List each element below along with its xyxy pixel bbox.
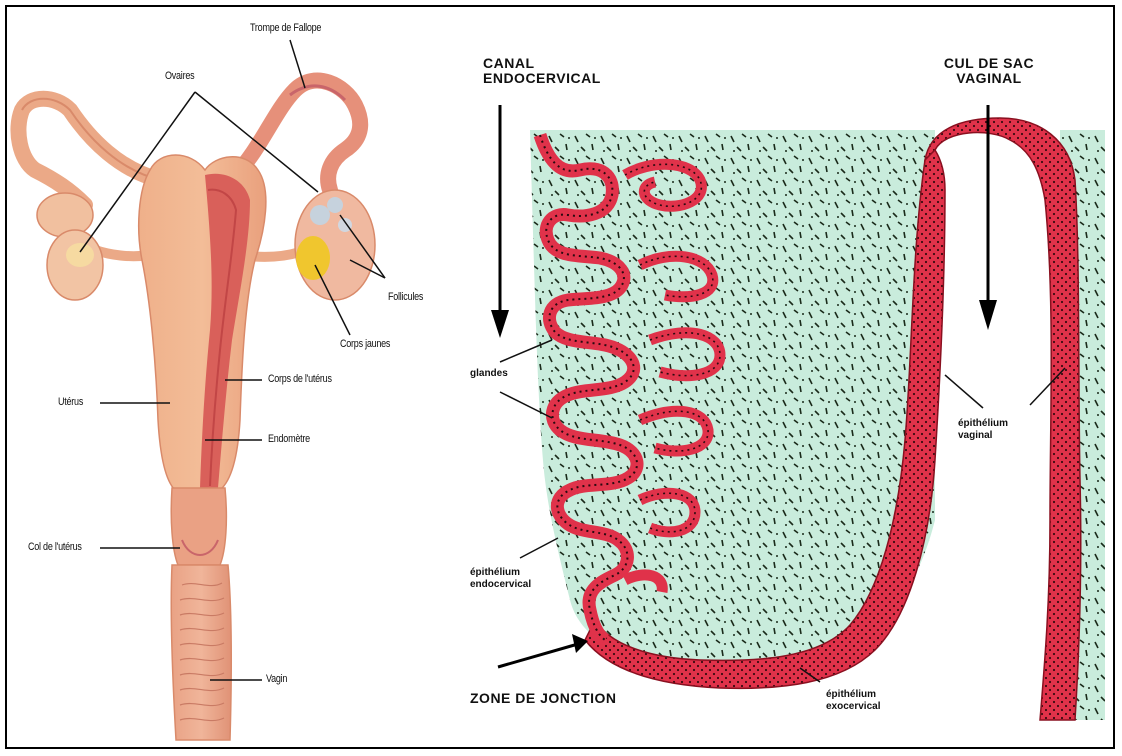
label-epithelium-endocervical: épithélium endocervical xyxy=(470,567,531,591)
canal-arrow xyxy=(491,105,509,338)
zone-jonction-arrow xyxy=(498,634,588,667)
label-canal-endocervical: CANAL ENDOCERVICAL xyxy=(483,56,601,86)
label-epithelium-vaginal: épithélium vaginal xyxy=(958,418,1008,442)
label-zone-de-jonction: ZONE DE JONCTION xyxy=(470,691,616,706)
label-cul-de-sac-vaginal: CUL DE SAC VAGINAL xyxy=(935,56,1043,86)
label-epithelium-exocervical: épithélium exocervical xyxy=(826,689,881,713)
cul-de-sac-arrow xyxy=(979,105,997,330)
label-glandes: glandes xyxy=(470,368,508,380)
